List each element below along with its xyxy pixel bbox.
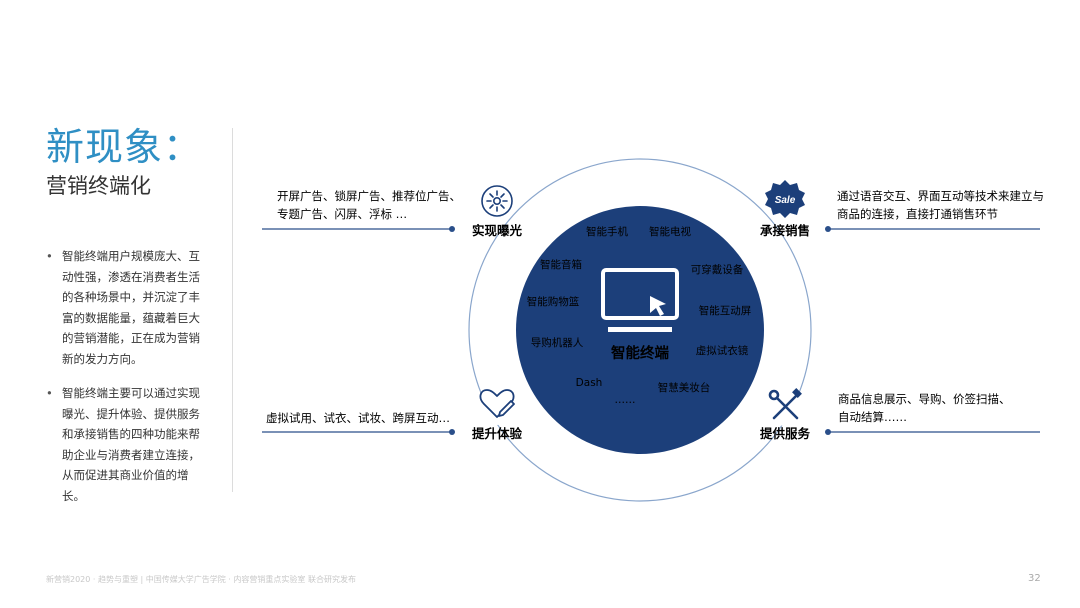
connector-dot xyxy=(449,429,455,435)
device-label: Dash xyxy=(576,377,603,389)
connector-dot xyxy=(449,226,455,232)
heart-pen-icon xyxy=(479,389,515,418)
bullet-item: 智能终端主要可以通过实现曝光、提升体验、提供服务和承接销售的四种功能来帮助企业与… xyxy=(46,383,211,506)
function-label-experience: 提升体验 xyxy=(472,426,523,441)
device-label: 智能音箱 xyxy=(540,258,582,271)
device-label: 智慧美妆台 xyxy=(658,381,711,394)
function-label-exposure: 实现曝光 xyxy=(472,223,523,238)
function-label-service: 提供服务 xyxy=(760,426,811,441)
desc-experience-line1: 虚拟试用、试衣、试妆、跨屏互动… xyxy=(266,411,450,425)
desc-exposure-line1: 开屏广告、锁屏广告、推荐位广告、 xyxy=(277,189,461,203)
bullet-item: 智能终端用户规模庞大、互动性强，渗透在消费者生活的各种场景中，并沉淀了丰富的数据… xyxy=(46,246,211,369)
center-label: 智能终端 xyxy=(611,344,669,362)
page-subtitle: 营销终端化 xyxy=(46,174,151,198)
divider xyxy=(232,128,233,492)
footer-text: 新营销2020 · 趋势与重塑 | 中国传媒大学广告学院 · 内容营销重点实验室… xyxy=(46,575,356,584)
connector-dot xyxy=(825,226,831,232)
connector-dot xyxy=(825,429,831,435)
desc-sales-line2: 商品的连接，直接打通销售环节 xyxy=(837,207,998,221)
sale-badge-icon: Sale xyxy=(765,180,805,218)
outer-ring xyxy=(468,158,812,502)
sale-badge-text: Sale xyxy=(775,195,796,206)
monitor-icon xyxy=(601,268,679,332)
tools-icon xyxy=(768,388,802,420)
desc-service-line2: 自动结算…… xyxy=(838,410,907,424)
device-label: 智能手机 xyxy=(586,225,628,238)
device-label: 虚拟试衣镜 xyxy=(696,344,749,357)
device-label: 导购机器人 xyxy=(531,336,584,349)
desc-sales-line1: 通过语音交互、界面互动等技术来建立与 xyxy=(837,189,1044,203)
device-label: 智能互动屏 xyxy=(699,304,752,317)
function-label-sales: 承接销售 xyxy=(760,223,810,238)
sparkle-icon xyxy=(481,185,513,217)
desc-exposure-line2: 专题广告、闪屏、浮标 … xyxy=(277,207,407,221)
icon-pad xyxy=(477,385,517,425)
page-number: 32 xyxy=(1028,573,1041,584)
device-label: …… xyxy=(615,394,636,406)
desc-service-line1: 商品信息展示、导购、价签扫描、 xyxy=(838,392,1011,406)
device-label: 智能购物篮 xyxy=(527,295,580,308)
bullet-list: 智能终端用户规模庞大、互动性强，渗透在消费者生活的各种场景中，并沉淀了丰富的数据… xyxy=(46,246,211,520)
device-label: 可穿戴设备 xyxy=(691,263,744,276)
device-label: 智能电视 xyxy=(649,225,691,238)
icon-pad xyxy=(477,181,517,221)
page-title: 新现象： xyxy=(46,125,203,169)
